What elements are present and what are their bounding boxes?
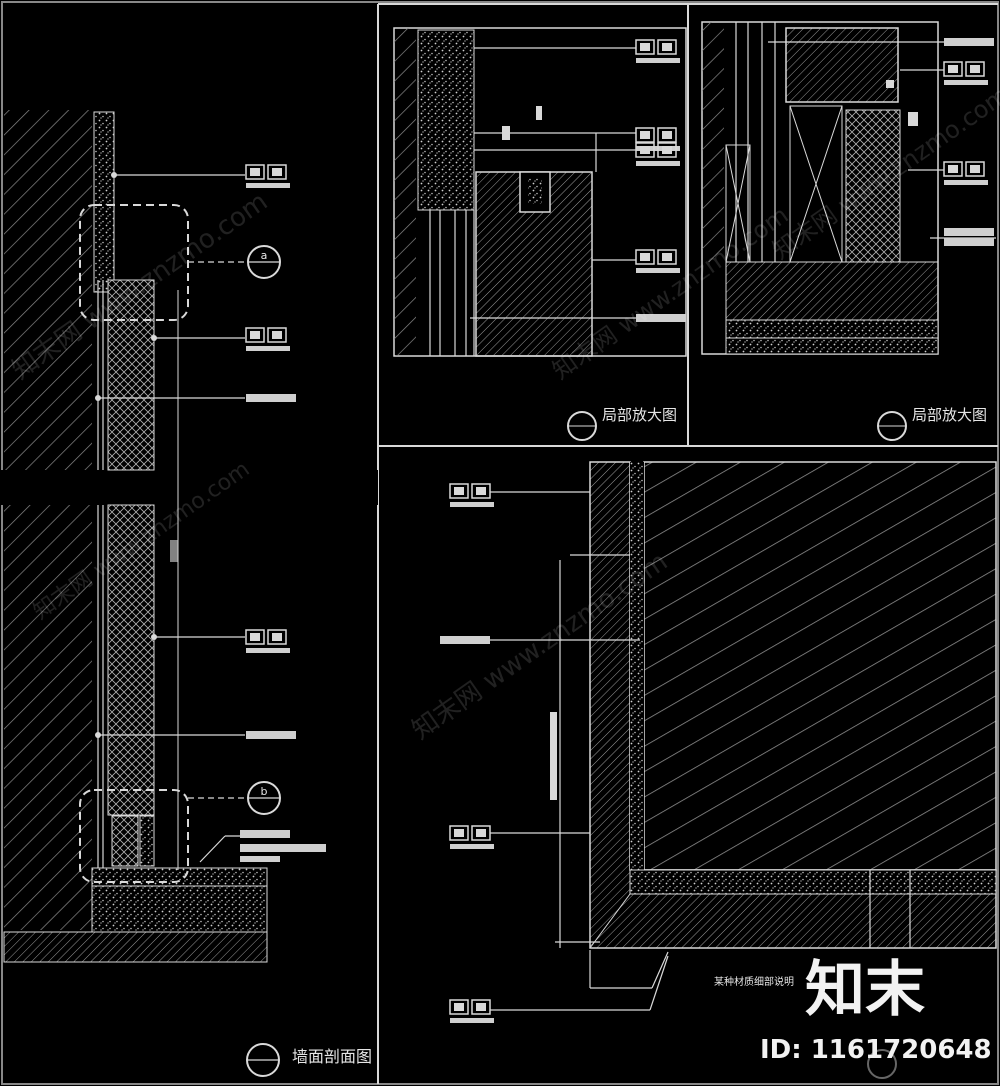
left-wall-section [0, 110, 378, 963]
brand-watermark: 知末 ID: 1161720648 [760, 955, 992, 1065]
corner-note: 某种材质细部说明 [714, 975, 794, 988]
detail-a-label: a [261, 249, 268, 262]
detail-1: 局部放大图 [393, 27, 687, 441]
corner-plan: 某种材质细部说明 [440, 461, 997, 1079]
id-label: ID: 1161720648 [760, 1035, 992, 1065]
detail-symbol-b: b [247, 781, 281, 815]
detail-2: 局部放大图 [701, 21, 996, 441]
left-section-title: 墙面剖面图 [246, 1043, 372, 1077]
brand-logo-text: 知末 [805, 955, 925, 1025]
detail-1-title: 局部放大图 [602, 406, 677, 424]
detail-2-title: 局部放大图 [912, 406, 987, 424]
detail-symbol-a: a [247, 245, 281, 279]
left-section-title-text: 墙面剖面图 [292, 1047, 372, 1066]
detail-b-label: b [261, 785, 268, 798]
